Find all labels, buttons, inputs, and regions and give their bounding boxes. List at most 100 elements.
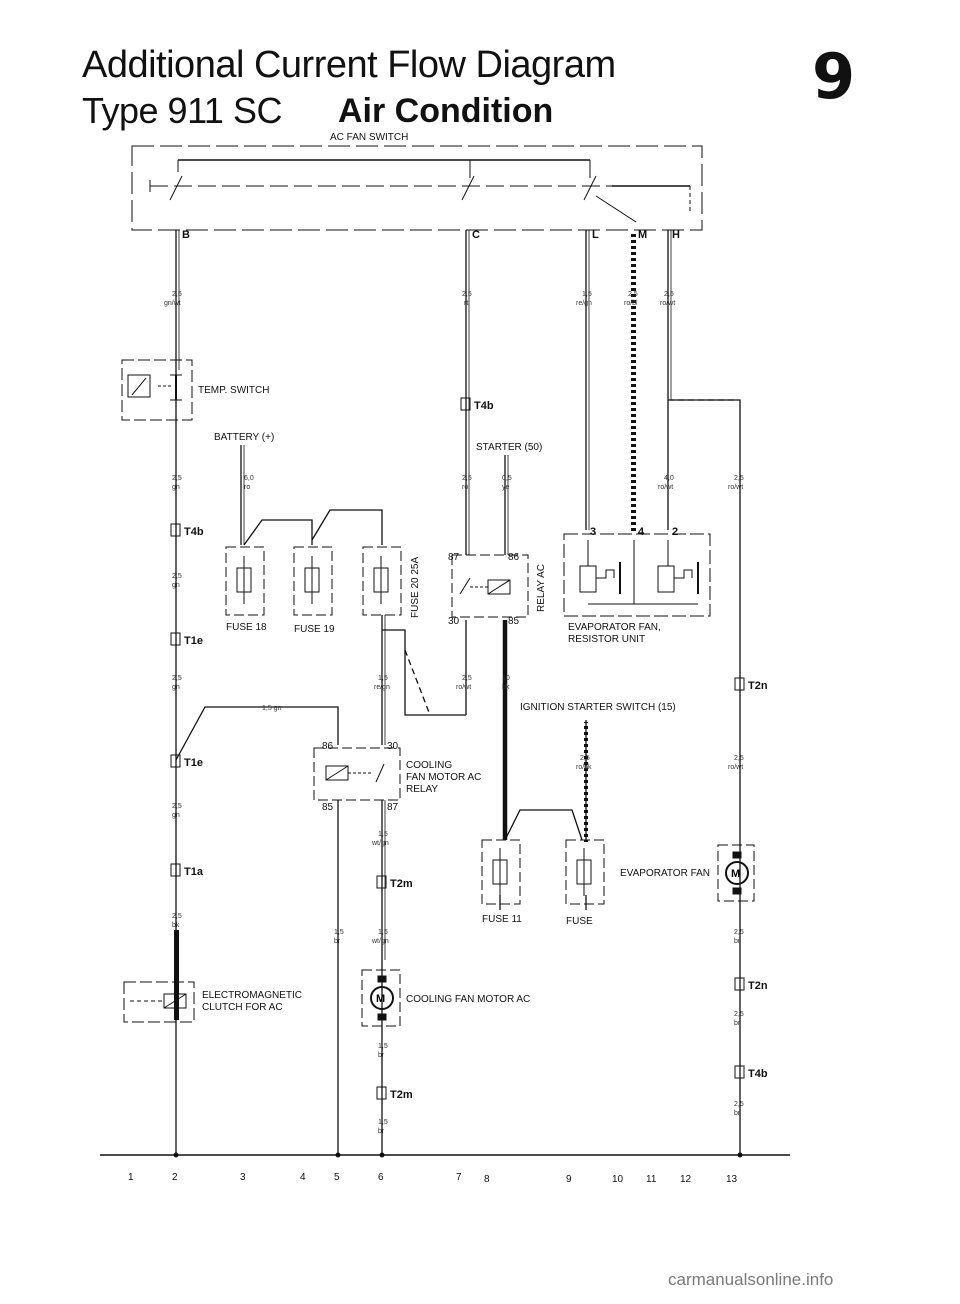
cool-relay-terminal-85: 85 [322, 802, 334, 813]
evaporator-fan-motor [717, 844, 755, 902]
fuse-11-block [481, 839, 605, 905]
svg-text:2,5: 2,5 [172, 803, 182, 810]
svg-text:gn/wt: gn/wt [164, 300, 181, 307]
svg-text:10: 10 [502, 675, 510, 682]
connector-t1e-upper: T1e [184, 635, 203, 647]
svg-text:9: 9 [566, 1174, 572, 1185]
svg-text:2,5: 2,5 [734, 1011, 744, 1018]
watermark: carmanualsonline.info [668, 1270, 834, 1289]
cooling-fan-motor-label: COOLING FAN MOTOR AC [406, 994, 530, 1005]
svg-text:2,5: 2,5 [628, 291, 638, 298]
evaporator-fan-label: EVAPORATOR FAN [620, 868, 710, 879]
svg-text:ro/wt: ro/wt [660, 300, 675, 307]
terminal-m: M [638, 229, 647, 241]
fuse19-label: FUSE 19 [294, 624, 335, 635]
svg-text:re/gn: re/gn [374, 684, 390, 691]
connector-t2m-upper: T2m [390, 878, 413, 890]
svg-text:2,5: 2,5 [664, 291, 674, 298]
relay-ac-terminal-87: 87 [448, 552, 460, 563]
cool-relay-terminal-87: 87 [387, 802, 399, 813]
svg-text:6: 6 [378, 1172, 384, 1183]
svg-text:1,5: 1,5 [378, 1119, 388, 1126]
svg-text:ro/wt: ro/wt [658, 484, 673, 491]
cool-relay-terminal-86: 86 [322, 741, 334, 752]
connector-t4b-b: T4b [184, 526, 204, 538]
connector-t2n-lower: T2n [748, 980, 768, 992]
svg-text:2,5: 2,5 [462, 475, 472, 482]
ac-fan-switch-label: AC FAN SWITCH [330, 132, 408, 143]
svg-text:2,5: 2,5 [580, 755, 590, 762]
evap-motor-symbol: M [731, 868, 740, 880]
svg-text:2: 2 [172, 1172, 178, 1183]
temp-switch [121, 359, 193, 421]
svg-text:3: 3 [240, 1172, 246, 1183]
connector-t4b-h: T4b [748, 1068, 768, 1080]
svg-text:5: 5 [334, 1172, 340, 1183]
svg-text:2,5: 2,5 [734, 1101, 744, 1108]
vehicle-type: Type 911 SC [82, 90, 282, 131]
connector-t2m-lower: T2m [390, 1089, 413, 1101]
svg-text:13: 13 [726, 1174, 738, 1185]
position-numbers: 1 2 3 4 5 6 7 8 9 10 11 12 13 [128, 1172, 738, 1185]
svg-text:ye: ye [502, 484, 510, 491]
wire-set [100, 230, 790, 1156]
fuse11-label: FUSE 11 [482, 914, 522, 925]
svg-text:1,5: 1,5 [378, 929, 388, 936]
svg-text:2,5: 2,5 [172, 675, 182, 682]
resistor-terminal-2: 2 [672, 526, 678, 538]
relay-ac-terminal-85: 85 [508, 616, 520, 627]
svg-text:2,5: 2,5 [462, 675, 472, 682]
terminal-l: L [592, 229, 599, 241]
connector-symbols [170, 397, 745, 1100]
page-number: 9 [812, 40, 856, 113]
diagram-title: Additional Current Flow Diagram [82, 44, 616, 86]
svg-text:bk: bk [172, 922, 180, 929]
svg-text:br: br [734, 1110, 741, 1117]
ignition-switch-label: IGNITION STARTER SWITCH (15) [520, 702, 676, 713]
cool-relay-label-3: RELAY [406, 784, 438, 795]
clutch-label-1: ELECTROMAGNETIC [202, 990, 302, 1001]
svg-text:wt/gn: wt/gn [371, 840, 389, 847]
svg-text:2,5: 2,5 [172, 573, 182, 580]
svg-text:10: 10 [612, 1174, 624, 1185]
resistor-terminal-3: 3 [590, 526, 596, 538]
svg-text:re/gn: re/gn [576, 300, 592, 307]
svg-text:gn: gn [172, 684, 180, 691]
relay-ac-label: RELAY AC [536, 564, 547, 612]
svg-text:2,5: 2,5 [172, 913, 182, 920]
svg-text:4: 4 [300, 1172, 306, 1183]
clutch-label-2: CLUTCH FOR AC [202, 1002, 283, 1013]
electromagnetic-clutch [123, 981, 195, 1023]
svg-text:wt/gn: wt/gn [371, 938, 389, 945]
cool-relay-label-1: COOLING [406, 760, 452, 771]
svg-text:br: br [378, 1128, 385, 1135]
svg-text:ro/bl: ro/bl [624, 300, 638, 307]
svg-text:ro/wt: ro/wt [456, 684, 471, 691]
svg-text:rt: rt [464, 300, 468, 307]
svg-text:gn: gn [172, 484, 180, 491]
svg-text:gn: gn [172, 582, 180, 589]
cool-relay-label-2: FAN MOTOR AC [406, 772, 481, 783]
svg-text:br: br [378, 1052, 385, 1059]
svg-text:1,5: 1,5 [378, 675, 388, 682]
svg-text:ro/wt: ro/wt [728, 484, 743, 491]
temp-switch-label: TEMP. SWITCH [198, 385, 269, 396]
evap-resistor-label-1: EVAPORATOR FAN, [568, 622, 661, 633]
ac-fan-switch [131, 145, 703, 231]
wire-ignition-hatched [584, 722, 588, 842]
svg-text:br: br [734, 938, 741, 945]
svg-text:1,5: 1,5 [378, 831, 388, 838]
svg-text:bk: bk [502, 684, 510, 691]
connector-t1a: T1a [184, 866, 204, 878]
svg-text:1,5 gn: 1,5 gn [262, 705, 282, 712]
svg-text:0,5: 0,5 [502, 475, 512, 482]
fuse-label: FUSE [566, 916, 593, 927]
svg-text:ro: ro [462, 484, 468, 491]
svg-text:gn: gn [172, 812, 180, 819]
fuse18-label: FUSE 18 [226, 622, 267, 633]
svg-text:2,5: 2,5 [734, 929, 744, 936]
svg-text:2,5: 2,5 [172, 291, 182, 298]
resistor-terminal-4: 4 [638, 526, 645, 538]
relay-ac-terminal-86: 86 [508, 552, 520, 563]
